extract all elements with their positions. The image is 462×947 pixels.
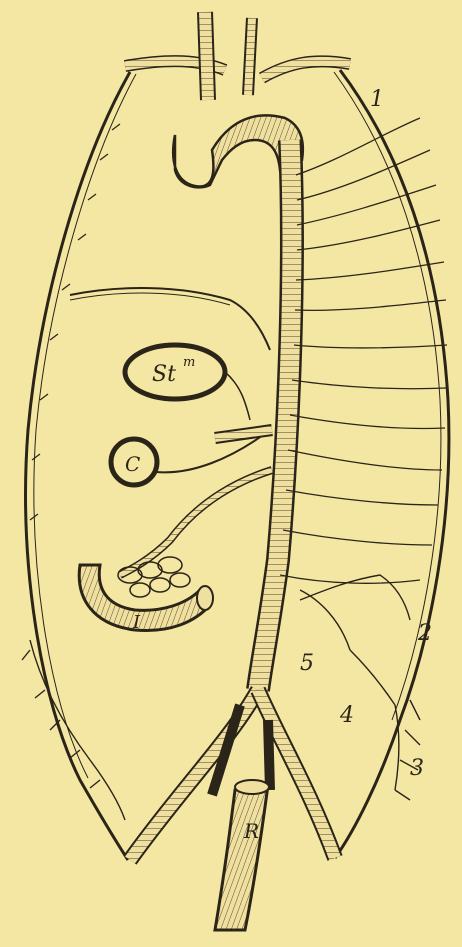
label-stomach: St [152, 362, 176, 387]
left-thoracic-branch [70, 288, 270, 350]
label-colon: C [125, 452, 140, 476]
rectum [215, 785, 268, 930]
label-5: 5 [300, 651, 314, 676]
label-rectum: R [243, 819, 259, 843]
mesenteric-arcades [118, 557, 190, 597]
label-3: 3 [410, 756, 424, 781]
label-4: 4 [339, 703, 354, 728]
left-lateral-vessel-inner [34, 74, 136, 778]
intestine-loop [79, 565, 210, 630]
label-2: 2 [417, 621, 432, 646]
right-lateral-vessel [335, 70, 449, 858]
label-1: 1 [370, 87, 384, 112]
gastric-artery [225, 372, 250, 420]
intercostal-branches [280, 118, 447, 583]
label-stomach-sup: m [183, 355, 195, 370]
intestine-opening [197, 586, 213, 610]
inner-iliac-stub-right [268, 720, 270, 790]
label-intestine: I [132, 612, 141, 633]
